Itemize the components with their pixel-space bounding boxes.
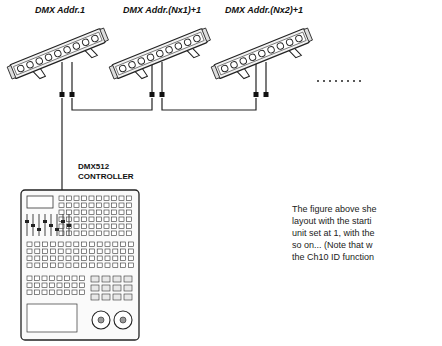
connector-plug <box>150 92 155 97</box>
led-bar-fixture <box>7 27 110 88</box>
note-line: the Ch10 ID function <box>292 251 377 263</box>
fixture-illustration <box>210 4 314 98</box>
fixture-cable <box>255 62 256 93</box>
note-line: so on... (Note that w <box>292 239 377 251</box>
connector-plug <box>160 92 165 97</box>
fixture-illustration <box>6 4 110 98</box>
dmx-cable <box>162 98 256 110</box>
note-text: The figure above shelayout with the star… <box>292 203 377 263</box>
fixture-node: DMX Addr.(Nx1)+1 <box>108 4 216 98</box>
fixture-cable <box>161 62 162 93</box>
led-bar-fixture <box>109 27 212 88</box>
address-label: DMX Addr.(Nx2)+1 <box>210 4 318 16</box>
controller-illustration <box>20 160 142 342</box>
connector-plug <box>254 92 259 97</box>
controller-console <box>21 190 139 340</box>
address-label: DMX Addr.1 <box>6 4 114 16</box>
fixture-cable <box>61 62 62 93</box>
connector-plug <box>70 92 75 97</box>
fixture-cable <box>151 62 152 93</box>
controller-label: DMX512 CONTROLLER <box>78 162 142 182</box>
dmx-cable <box>72 98 152 110</box>
connector-plug <box>60 92 65 97</box>
fixture-node: DMX Addr.1 <box>6 4 114 98</box>
fixture-cable <box>265 62 266 93</box>
note-line: unit set at 1, with the <box>292 227 377 239</box>
address-label: DMX Addr.(Nx1)+1 <box>108 4 216 16</box>
fixture-cable <box>71 62 72 93</box>
dmx-cable <box>61 98 62 160</box>
fixture-illustration <box>108 4 212 98</box>
note-line: layout with the starti <box>292 215 377 227</box>
led-bar-fixture <box>211 27 314 88</box>
connector-plug <box>264 92 269 97</box>
note-line: The figure above she <box>292 203 377 215</box>
controller-cable <box>61 160 62 190</box>
continuation-dots <box>317 80 361 82</box>
fixture-node: DMX Addr.(Nx2)+1 <box>210 4 318 98</box>
controller-node: DMX512 CONTROLLER <box>20 160 142 342</box>
